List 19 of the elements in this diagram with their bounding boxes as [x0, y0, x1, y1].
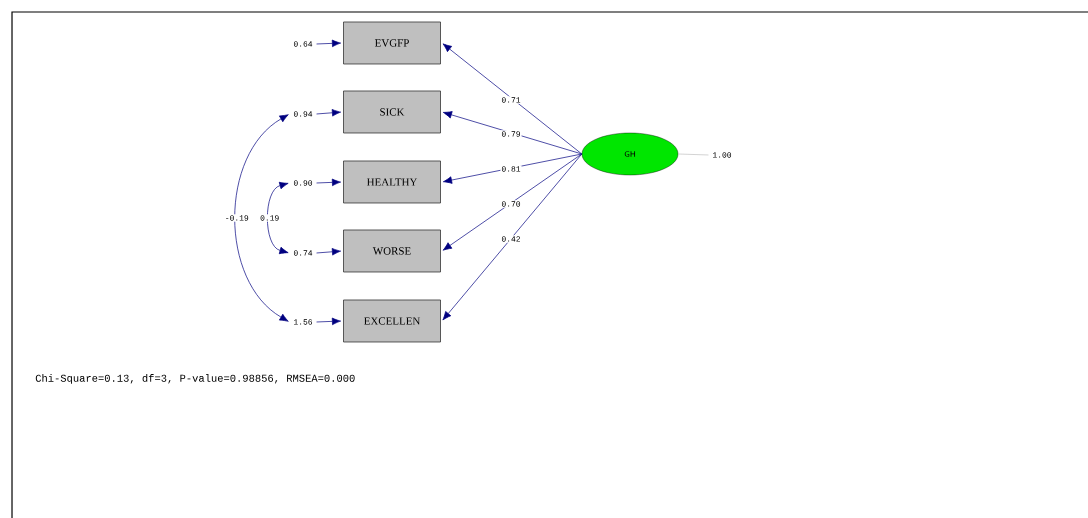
arrow	[316, 178, 341, 187]
arrow	[442, 111, 583, 155]
arrow	[234, 114, 289, 322]
variable-box: WORSE	[343, 229, 441, 273]
arrow	[442, 43, 583, 155]
arrow	[442, 153, 583, 251]
arrow	[316, 109, 341, 117]
variable-box: HEALTHY	[343, 160, 441, 204]
arrow	[442, 153, 583, 184]
variable-box: SICK	[343, 90, 441, 134]
variable-box: EXCELLEN	[343, 299, 441, 343]
arrow	[316, 248, 341, 256]
fit-statistics: Chi-Square=0.13, df=3, P-value=0.98856, RMSEA=0.000	[35, 374, 355, 384]
arrow	[442, 153, 583, 321]
arrow	[316, 39, 341, 48]
variable-box: EVGFP	[343, 21, 441, 65]
connector-line	[677, 153, 709, 156]
arrow	[267, 181, 289, 255]
arrow	[316, 317, 341, 326]
